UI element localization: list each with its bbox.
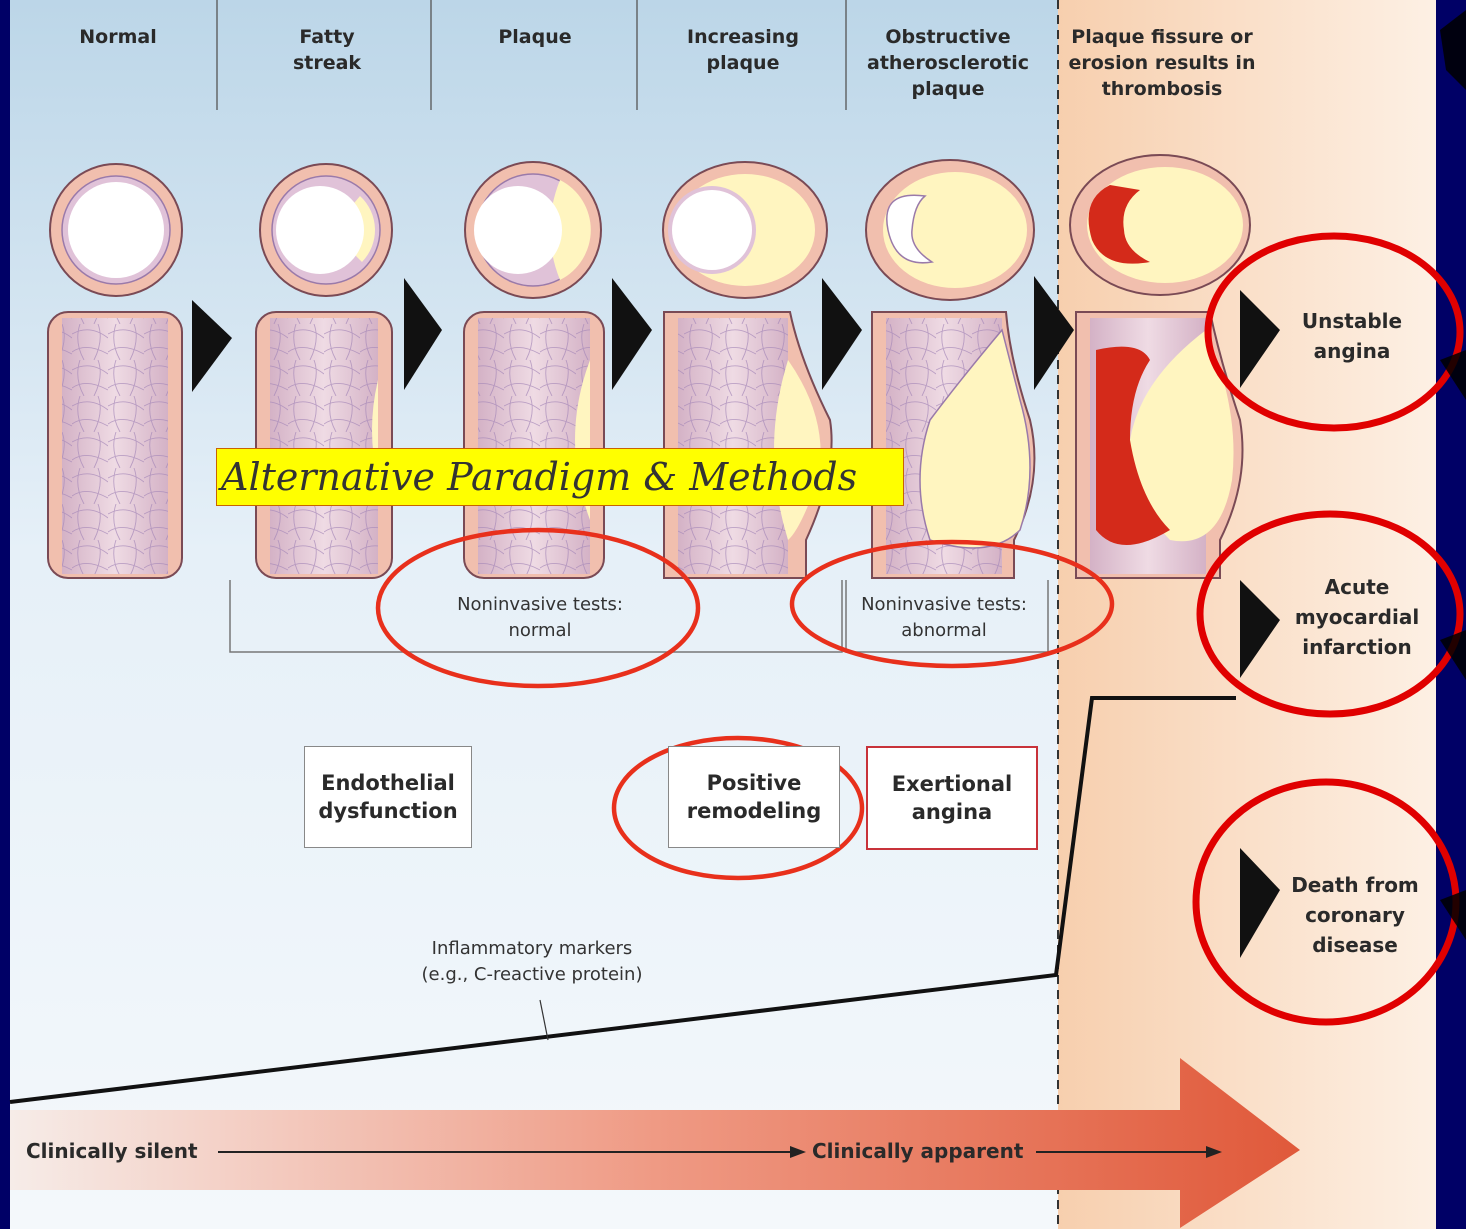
- outcome-unstable-angina: Unstable angina: [1282, 306, 1422, 366]
- cross-section-increasing-plaque: [663, 162, 827, 298]
- vessel-fatty-streak: [256, 312, 392, 578]
- outcome-death-coronary: Death from coronary disease: [1280, 870, 1430, 960]
- exertional-angina-box: Exertional angina: [866, 746, 1038, 850]
- inflammatory-markers-label: Inflammatory markers (e.g., C-reactive p…: [392, 936, 672, 988]
- clinically-apparent-label: Clinically apparent: [812, 1138, 1032, 1164]
- stage-label-increasing-plaque: Increasing plaque: [668, 24, 818, 76]
- noninvasive-tests-abnormal: Noninvasive tests: abnormal: [836, 592, 1052, 644]
- vessel-thrombosis: [1076, 312, 1243, 578]
- endothelial-dysfunction-box: Endothelial dysfunction: [304, 746, 472, 848]
- outcome-acute-mi: Acute myocardial infarction: [1282, 572, 1432, 662]
- vessel-plaque: [464, 312, 604, 578]
- cross-section-normal: [50, 164, 182, 296]
- stage-label-plaque: Plaque: [480, 24, 590, 50]
- stage-label-obstructive: Obstructive atherosclerotic plaque: [858, 24, 1038, 102]
- slide-edge-marks: [1440, 10, 1466, 940]
- positive-remodeling-box: Positive remodeling: [668, 746, 840, 848]
- cross-section-obstructive-plaque: [866, 160, 1034, 300]
- vessel-normal: [48, 312, 182, 578]
- clinically-silent-label: Clinically silent: [26, 1138, 216, 1164]
- cross-section-plaque: [465, 162, 601, 298]
- stage-label-thrombosis: Plaque fissure or erosion results in thr…: [1064, 24, 1260, 102]
- stage-label-fatty-streak: Fatty streak: [272, 24, 382, 76]
- cross-section-thrombosis: [1070, 155, 1250, 295]
- alternative-paradigm-banner: Alternative Paradigm & Methods: [216, 448, 904, 506]
- noninvasive-tests-normal: Noninvasive tests: normal: [420, 592, 660, 644]
- stage-label-normal: Normal: [60, 24, 176, 50]
- cross-section-fatty-streak: [260, 164, 392, 296]
- vessel-obstructive-plaque: [872, 312, 1034, 578]
